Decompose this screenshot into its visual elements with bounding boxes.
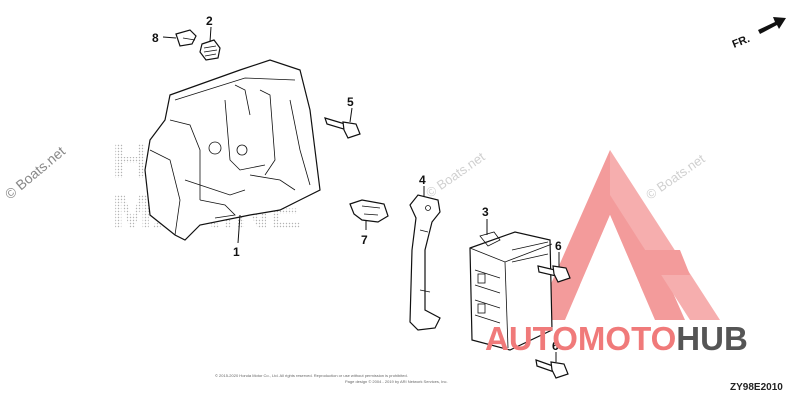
callout-1: 1: [233, 245, 240, 259]
callout-5: 5: [347, 95, 354, 109]
callout-3: 3: [482, 205, 489, 219]
brand-moto: MOTO: [578, 320, 676, 357]
callout-8: 8: [152, 31, 159, 45]
svg-text:AUTOMOTOHUB: AUTOMOTOHUB: [485, 320, 748, 357]
part-3-control-unit: [469, 231, 553, 351]
part-5-bolt: [324, 117, 361, 139]
automotohub-triangle-logo: [535, 150, 720, 320]
automotohub-brand: AUTOMOTOHUB: [485, 320, 748, 357]
brand-hub: HUB: [676, 320, 748, 357]
watermark-boats-right: © Boats.net: [643, 151, 708, 203]
part-6-bolt-lower: [535, 359, 569, 379]
callout-2: 2: [206, 14, 213, 28]
watermark-boats-left: © Boats.net: [2, 143, 69, 202]
copyright-line-1: © 2015-2020 Honda Motor Co., Ltd. All ri…: [215, 373, 408, 378]
copyright-line-2: Page design © 2004 - 2019 by ARI Network…: [345, 379, 448, 384]
leader-lines: [162, 26, 560, 362]
part-1-bracket: [144, 59, 321, 241]
callout-numbers: 8 2 5 1 7 4 3 6 6: [152, 14, 562, 353]
part-6-bolt-upper: [537, 265, 571, 283]
brand-auto: AUTO: [485, 320, 578, 357]
callout-6-lower: 6: [552, 339, 559, 353]
part-7-clip: [349, 199, 389, 223]
part-2-collar: [199, 39, 221, 61]
direction-label: FR.: [731, 33, 752, 51]
front-direction-indicator: FR.: [731, 17, 786, 51]
diagram-code: ZY98E2010: [730, 382, 783, 393]
watermark-boats-mid: © Boats.net: [423, 149, 488, 201]
callout-7: 7: [361, 233, 368, 247]
front-arrow-icon: [758, 17, 786, 34]
part-4-strip-bracket: [409, 194, 441, 331]
callout-6-upper: 6: [555, 239, 562, 253]
part-8-grommet: [175, 29, 197, 47]
callout-4: 4: [419, 173, 426, 187]
